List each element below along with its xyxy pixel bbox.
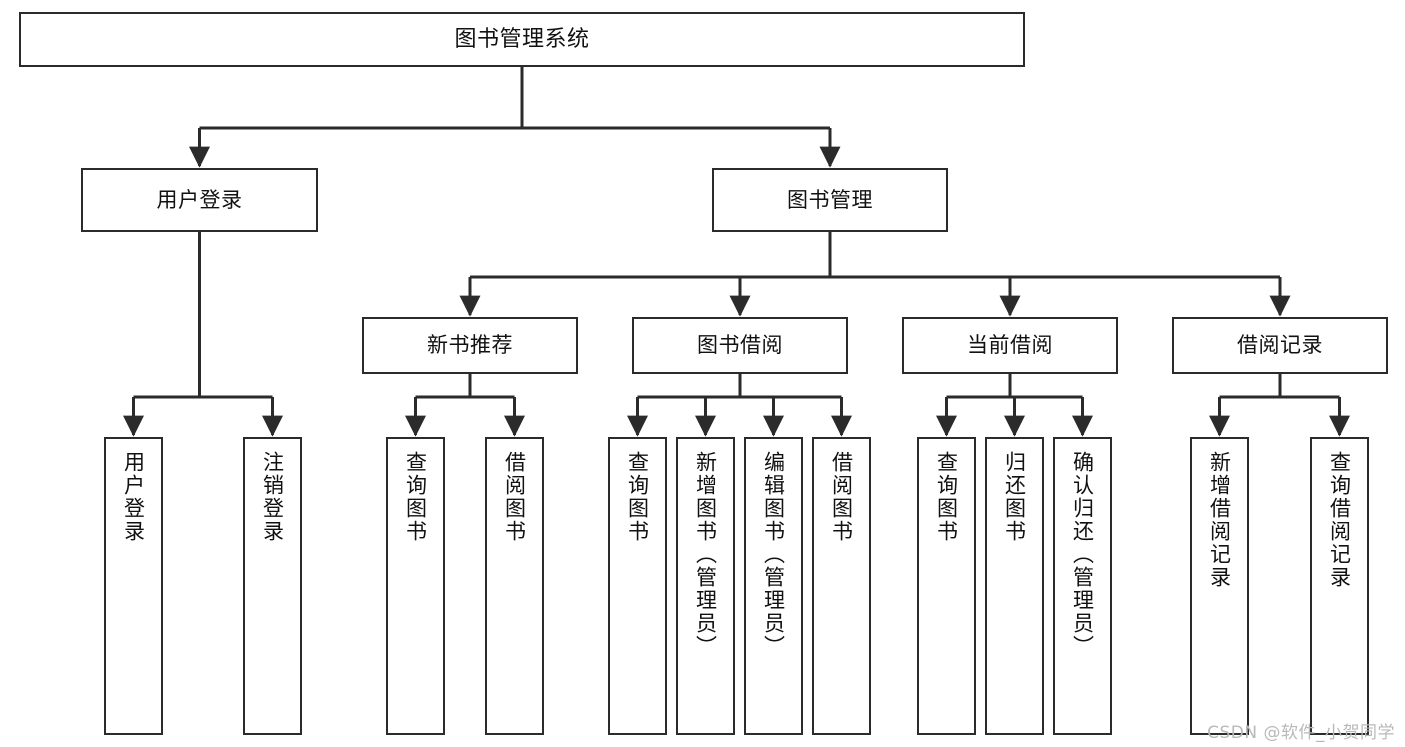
node-leaf-query-book-borrowing[interactable]: 查询图书 <box>608 437 667 735</box>
node-leaf-logout[interactable]: 注销登录 <box>243 437 302 735</box>
node-label: 注销登录 <box>260 451 285 543</box>
node-user-login[interactable]: 用户登录 <box>81 168 318 232</box>
node-label: 借阅记录 <box>1237 333 1323 358</box>
node-label: 确认归还（管理员） <box>1070 451 1095 658</box>
node-book-borrowing[interactable]: 图书借阅 <box>632 317 848 374</box>
node-label: 用户登录 <box>121 451 146 543</box>
node-label: 当前借阅 <box>967 333 1053 358</box>
node-label: 借阅图书 <box>502 451 527 543</box>
node-label: 归还图书 <box>1002 451 1027 543</box>
node-leaf-user-login[interactable]: 用户登录 <box>104 437 163 735</box>
node-leaf-query-book-current[interactable]: 查询图书 <box>917 437 976 735</box>
node-label: 图书管理 <box>787 187 873 212</box>
node-book-management[interactable]: 图书管理 <box>712 168 948 232</box>
watermark-text: CSDN @软件_小贺同学 <box>1207 723 1395 743</box>
node-label: 新增图书（管理员） <box>693 451 718 658</box>
node-root-system[interactable]: 图书管理系统 <box>19 12 1025 67</box>
node-label: 查询图书 <box>625 451 650 543</box>
node-current-borrowing[interactable]: 当前借阅 <box>902 317 1118 374</box>
node-label: 新增借阅记录 <box>1207 451 1232 589</box>
node-label: 用户登录 <box>156 187 243 212</box>
node-leaf-add-borrow-record[interactable]: 新增借阅记录 <box>1190 437 1249 735</box>
node-leaf-return-book[interactable]: 归还图书 <box>985 437 1044 735</box>
node-label: 图书借阅 <box>697 333 783 358</box>
node-leaf-query-borrow-record[interactable]: 查询借阅记录 <box>1310 437 1369 735</box>
node-leaf-query-book-recommendation[interactable]: 查询图书 <box>386 437 445 735</box>
node-leaf-add-book-admin[interactable]: 新增图书（管理员） <box>676 437 735 735</box>
node-label: 借阅图书 <box>829 451 854 543</box>
node-leaf-borrow-book-borrowing[interactable]: 借阅图书 <box>812 437 871 735</box>
node-new-book-recommendation[interactable]: 新书推荐 <box>362 317 578 374</box>
node-label: 查询图书 <box>934 451 959 543</box>
node-borrowing-record[interactable]: 借阅记录 <box>1172 317 1388 374</box>
node-label: 查询借阅记录 <box>1327 451 1352 589</box>
node-label: 查询图书 <box>403 451 428 543</box>
node-leaf-confirm-return-admin[interactable]: 确认归还（管理员） <box>1053 437 1112 735</box>
node-label: 编辑图书（管理员） <box>761 451 786 658</box>
node-leaf-borrow-book-recommendation[interactable]: 借阅图书 <box>485 437 544 735</box>
node-leaf-edit-book-admin[interactable]: 编辑图书（管理员） <box>744 437 803 735</box>
node-label: 新书推荐 <box>427 333 513 358</box>
edges-group <box>123 67 1350 437</box>
node-label: 图书管理系统 <box>454 26 590 52</box>
